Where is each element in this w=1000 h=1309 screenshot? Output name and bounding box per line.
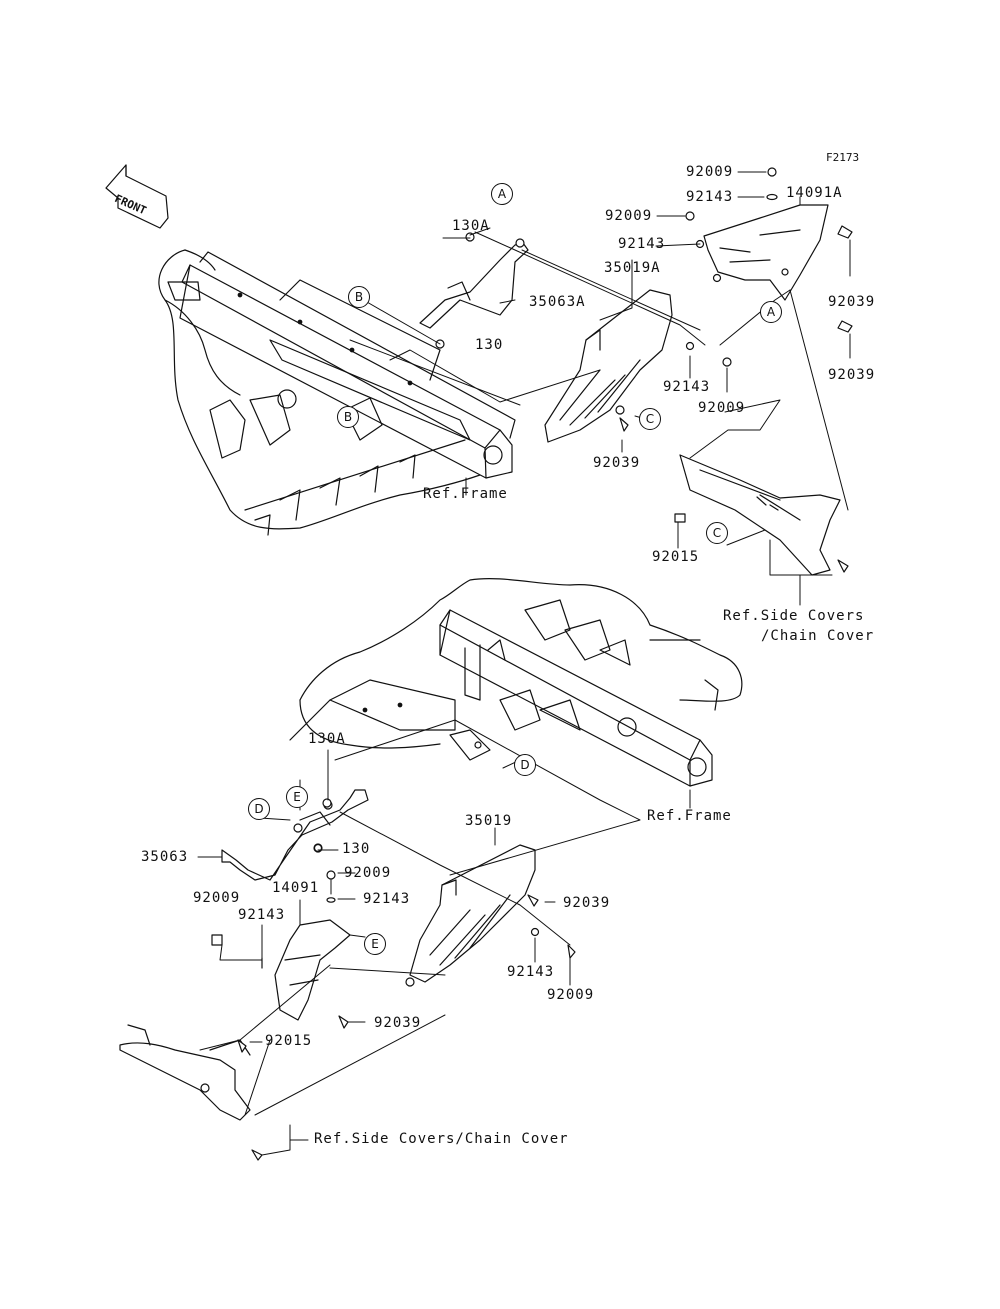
part-label-130a-lower: 130A [308, 731, 346, 747]
ref-side-covers-line2: /Chain Cover [761, 628, 875, 644]
part-label-92143-mid: 92143 [663, 379, 711, 395]
upper-chain-cover-drawing [680, 455, 840, 575]
ref-marker-c-lower: C [706, 522, 728, 544]
ref-marker-a-top: A [491, 183, 513, 205]
part-label-130-top: 130 [475, 337, 504, 353]
lower-chain-cover-drawing [120, 1025, 250, 1120]
ref-marker-c-upper: C [639, 408, 661, 430]
ref-frame-label-lower: Ref.Frame [647, 808, 732, 824]
part-label-92009-lower-right: 92009 [547, 987, 595, 1003]
part-label-92015-lower: 92015 [265, 1033, 313, 1049]
part-label-35019a: 35019A [604, 260, 661, 276]
lower-frame-assembly [290, 579, 742, 786]
ref-side-covers-lower: Ref.Side Covers/Chain Cover [314, 1131, 569, 1147]
part-label-92009-top: 92009 [686, 164, 734, 180]
part-label-92143-upper: 92143 [618, 236, 666, 252]
cover-35019a-drawing [545, 290, 672, 442]
part-label-92143-lower-left: 92143 [238, 907, 286, 923]
part-label-35063: 35063 [141, 849, 189, 865]
part-label-92039-lower-left: 92039 [374, 1015, 422, 1031]
ref-marker-d-frame: D [514, 754, 536, 776]
part-label-35019: 35019 [465, 813, 513, 829]
ref-side-covers-line1: Ref.Side Covers [723, 608, 865, 624]
part-label-14091a: 14091A [786, 185, 843, 201]
part-label-92009-lower-center: 92009 [344, 865, 392, 881]
cover-14091-drawing [275, 920, 350, 1020]
part-label-92009-upper-left: 92009 [605, 208, 653, 224]
part-label-92039-right-upper: 92039 [828, 294, 876, 310]
part-label-92009-mid: 92009 [698, 400, 746, 416]
part-label-92039-lower-right: 92039 [563, 895, 611, 911]
front-arrow-icon [106, 165, 168, 228]
lower-hardware [212, 799, 575, 1160]
part-label-92015-top: 92015 [652, 549, 700, 565]
part-label-92143-top: 92143 [686, 189, 734, 205]
part-label-92039-right-lower: 92039 [828, 367, 876, 383]
bracket-35063a-drawing [420, 233, 528, 348]
ref-frame-label-top: Ref.Frame [423, 486, 508, 502]
part-label-92143-lower-center: 92143 [363, 891, 411, 907]
figure-code: F2173 [826, 151, 860, 164]
part-label-130a-top: 130A [452, 218, 490, 234]
part-label-14091: 14091 [272, 880, 320, 896]
part-label-92039-mid: 92039 [593, 455, 641, 471]
part-label-35063a: 35063A [529, 294, 586, 310]
part-label-92143-lower-right: 92143 [507, 964, 555, 980]
part-label-130-lower: 130 [342, 841, 371, 857]
ref-marker-e-cover: E [364, 933, 386, 955]
ref-marker-b-top: B [348, 286, 370, 308]
ref-marker-d-bracket: D [248, 798, 270, 820]
upper-leader-lines [350, 172, 850, 605]
ref-marker-a-right: A [760, 301, 782, 323]
lower-leader-lines [198, 720, 690, 1155]
part-label-92009-lower-left: 92009 [193, 890, 241, 906]
cover-14091a-drawing [704, 205, 828, 300]
ref-marker-e-bracket: E [286, 786, 308, 808]
ref-marker-b-frame: B [337, 406, 359, 428]
